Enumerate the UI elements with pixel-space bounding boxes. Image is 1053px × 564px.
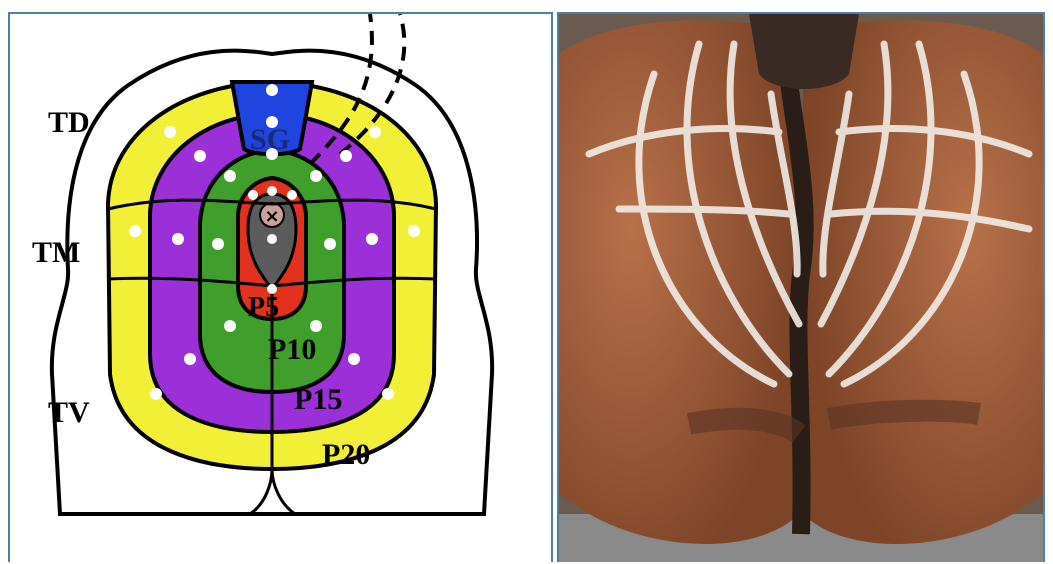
label-p20: P20 bbox=[322, 438, 370, 471]
point bbox=[369, 126, 381, 138]
label-tm: TM bbox=[32, 236, 80, 269]
point bbox=[224, 170, 236, 182]
point bbox=[129, 225, 141, 237]
label-p5: P5 bbox=[248, 292, 279, 323]
horse-photo bbox=[557, 12, 1045, 562]
point bbox=[310, 320, 322, 332]
x-mark: × bbox=[264, 206, 279, 227]
zone-diagram: × bbox=[10, 14, 551, 564]
point bbox=[224, 320, 236, 332]
point bbox=[366, 233, 378, 245]
point bbox=[348, 353, 360, 365]
point bbox=[267, 234, 277, 244]
label-p15: P15 bbox=[294, 383, 342, 416]
point bbox=[184, 353, 196, 365]
horse-hindquarters-photo-icon bbox=[559, 14, 1043, 562]
point bbox=[164, 126, 176, 138]
point bbox=[340, 150, 352, 162]
point bbox=[382, 388, 394, 400]
point bbox=[212, 238, 224, 250]
label-sg: SG bbox=[250, 123, 290, 156]
point bbox=[287, 190, 297, 200]
label-tv: TV bbox=[48, 396, 90, 429]
point bbox=[408, 225, 420, 237]
point bbox=[266, 84, 278, 96]
point bbox=[150, 388, 162, 400]
label-p10: P10 bbox=[268, 333, 316, 366]
point bbox=[248, 190, 258, 200]
point bbox=[324, 238, 336, 250]
label-td: TD bbox=[48, 106, 90, 139]
point bbox=[267, 186, 277, 196]
point bbox=[194, 150, 206, 162]
point bbox=[172, 233, 184, 245]
point bbox=[310, 170, 322, 182]
diagram-panel: × bbox=[8, 12, 553, 562]
